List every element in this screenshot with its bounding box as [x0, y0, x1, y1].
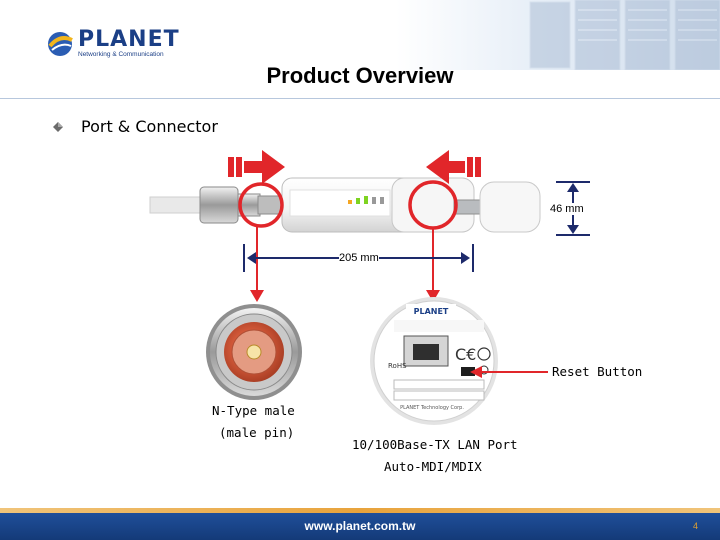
- lan-callout-arrow: [426, 228, 440, 302]
- server-rack-image: [529, 0, 720, 70]
- ntype-label: N-Type male: [212, 403, 295, 418]
- svg-text:PLANET Technology Corp.: PLANET Technology Corp.: [400, 405, 464, 411]
- height-dimension-label: 46 mm: [550, 203, 584, 215]
- page-number: 4: [692, 521, 698, 531]
- svg-text:RoHS: RoHS: [388, 362, 407, 370]
- footer: www.planet.com.tw 4: [0, 513, 720, 540]
- logo-word: PLANET: [78, 27, 180, 52]
- planet-globe-icon: [48, 32, 73, 56]
- ntype-highlight-circle: [238, 182, 284, 228]
- lan-port-label: 10/100Base-TX LAN Port: [352, 437, 518, 452]
- footer-accent-bar: [0, 508, 720, 513]
- ntype-pin-label: (male pin): [219, 425, 295, 440]
- diamond-bullet-icon: [53, 122, 63, 132]
- title-divider: [0, 98, 720, 99]
- planet-logo: PLANET Networking & Communication: [46, 27, 180, 58]
- reset-button-label: Reset Button: [552, 364, 643, 379]
- ntype-male-connector-image: [206, 304, 302, 400]
- status-leds: [348, 196, 384, 204]
- insert-arrow-right: [426, 150, 481, 184]
- svg-text:C€: C€: [455, 345, 476, 364]
- page-title: Product Overview: [266, 63, 454, 88]
- bullet-port-connector: Port & Connector: [81, 117, 218, 136]
- auto-mdix-label: Auto-MDI/MDIX: [384, 459, 482, 474]
- footer-website-url: www.planet.com.tw: [304, 519, 416, 533]
- svg-text:PLANET: PLANET: [414, 307, 449, 316]
- logo-tagline: Networking & Communication: [78, 51, 164, 58]
- length-dimension-label: 205 mm: [339, 252, 379, 264]
- reset-button-hole: [461, 367, 475, 376]
- reset-callout-arrow: [470, 366, 548, 378]
- device-ntype-connector: [199, 186, 285, 224]
- device-bottom-label-image: PLANET C€ RoHS PLANET Technology Corp.: [370, 297, 498, 425]
- ntype-callout-arrow: [250, 225, 264, 302]
- insert-arrow-left: [228, 150, 285, 184]
